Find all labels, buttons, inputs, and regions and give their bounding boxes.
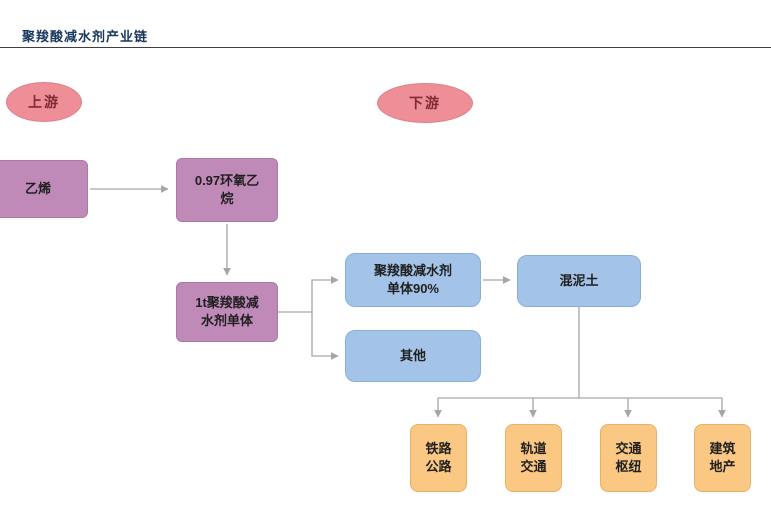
node-ethylene: 乙烯	[0, 160, 88, 218]
node-other: 其他	[345, 330, 481, 382]
connector-branch-up	[311, 276, 339, 312]
figure-title: 聚羧酸减水剂产业链	[22, 29, 149, 44]
node-rail-transit: 轨道 交通	[505, 424, 562, 492]
node-railway-highway: 铁路 公路	[410, 424, 467, 492]
node-monomer-90: 聚羧酸减水剂 单体90%	[345, 253, 481, 307]
node-transport-hub: 交通 枢纽	[600, 424, 657, 492]
title-divider	[0, 47, 771, 48]
stage-downstream: 下游	[377, 83, 473, 123]
node-monomer: 1t聚羧酸减 水剂单体	[176, 282, 278, 342]
node-concrete: 混泥土	[517, 255, 641, 307]
connector-branch-down	[311, 312, 339, 360]
stage-upstream: 上游	[6, 82, 82, 122]
node-ethylene-oxide: 0.97环氧乙 烷	[176, 158, 278, 222]
node-construction-realestate: 建筑 地产	[694, 424, 751, 492]
